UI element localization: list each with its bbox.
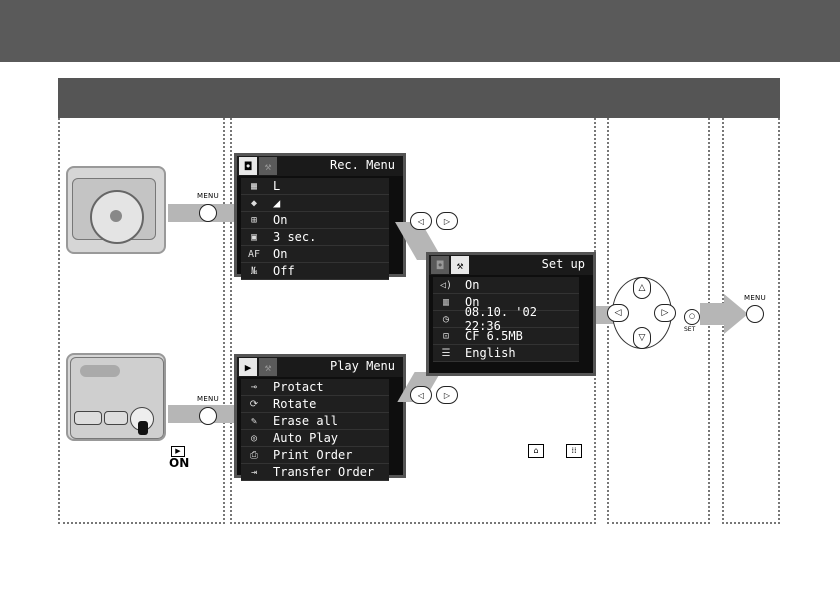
play-menu-title: Play Menu <box>329 359 395 373</box>
up-button[interactable]: △ <box>633 277 651 299</box>
review-icon: ▣ <box>250 231 258 243</box>
left-button-top[interactable]: ◁ <box>410 212 432 230</box>
rec-menu-title: Rec. Menu <box>329 158 395 172</box>
date-time-icon: ◷ <box>442 313 449 325</box>
language-icon: ☰ <box>441 347 451 359</box>
resolution-icon: ▦ <box>250 180 258 192</box>
playback-icon: ▶ <box>171 446 185 457</box>
play_menu-row-value: Print Order <box>273 448 353 462</box>
pointing-finger-icon <box>138 421 148 435</box>
play_menu-row[interactable]: ⊸ Protact <box>241 379 389 396</box>
setup_menu-row-value: 08.10. '02 22:36 <box>464 305 537 333</box>
power-on-label: ON <box>169 456 190 470</box>
format-icon: ⊡ <box>442 330 450 342</box>
print-order-icon: ⎙ <box>250 449 258 461</box>
arrow-head-icon <box>724 294 748 334</box>
setup_menu-row[interactable]: ⊡ CF 6.5MB <box>433 328 579 345</box>
menu-button-bottom[interactable] <box>199 407 217 425</box>
play_menu-row-value: Transfer Order <box>273 465 375 479</box>
menu-label-bottom: MENU <box>197 395 220 403</box>
rec_menu-row-value: 3 sec. <box>273 230 317 244</box>
play_menu-row[interactable]: ⎙ Print Order <box>241 447 389 464</box>
transfer-order-icon: ⇥ <box>250 466 258 478</box>
rec_menu-row-value: L <box>273 179 281 193</box>
play-tab-icon[interactable]: ▶ <box>239 358 257 376</box>
set-button[interactable]: ○ <box>684 309 700 325</box>
camera-back-photo <box>66 353 166 441</box>
menu-button-close[interactable] <box>746 305 764 323</box>
play_menu-row[interactable]: ✎ Erase all <box>241 413 389 430</box>
down-button[interactable]: ▽ <box>633 327 651 349</box>
menu-label-top: MENU <box>197 192 220 200</box>
play_menu-row-value: Auto Play <box>273 431 339 445</box>
section-banner <box>58 78 780 118</box>
setup_menu-row[interactable]: ☰ English <box>433 345 579 362</box>
rec_menu-row[interactable]: AF On <box>241 246 389 263</box>
setup-tab-icon[interactable]: ⚒ <box>451 256 469 274</box>
camera-tab-icon[interactable]: ◘ <box>431 256 449 274</box>
set-label: SET <box>684 326 696 333</box>
rotate-icon: ⟳ <box>249 398 259 410</box>
setup-tab-icon[interactable]: ⚒ <box>259 358 277 376</box>
zoom-tele-icon: ⌂ <box>528 444 544 458</box>
setup_menu-row-value: On <box>465 295 480 309</box>
rec_menu-row[interactable]: ⊞ On <box>241 212 389 229</box>
setup_menu-row-value: On <box>465 278 480 292</box>
erase-icon: ✎ <box>250 415 258 427</box>
wide-button-icon <box>74 411 102 425</box>
setup-menu-screen: ◘ ⚒ Set up ◁) On ▥ On ◷ 08.10. '02 22:36 ⊡ CF 6… <box>426 252 596 376</box>
setup_menu-row[interactable]: ◷ 08.10. '02 22:36 <box>433 305 579 333</box>
tele-button-icon <box>104 411 128 425</box>
flow-arrow-to-close <box>700 303 730 325</box>
left-button-bottom[interactable]: ◁ <box>410 386 432 404</box>
menu-button-top[interactable] <box>199 204 217 222</box>
play-menu-screen: ▶ ⚒ Play Menu ⊸ Protact ⟳ Rotate ✎ Erase all ◎… <box>234 354 406 481</box>
play_menu-row[interactable]: ⟳ Rotate <box>241 396 389 413</box>
setup-menu-title: Set up <box>541 257 585 271</box>
play_menu-row[interactable]: ⇥ Transfer Order <box>241 464 389 481</box>
stitch-assist-icon: ⊞ <box>250 214 258 226</box>
key-icon: ⊸ <box>250 381 258 393</box>
camera-tab-icon[interactable]: ◘ <box>239 157 257 175</box>
rec_menu-row[interactable]: ◆◢ <box>241 195 389 212</box>
setup_menu-row[interactable]: ◁) On <box>433 277 579 294</box>
setup_menu-row[interactable]: ▥ On <box>433 294 579 311</box>
setup_menu-row-value: CF 6.5MB <box>465 329 523 343</box>
right-button-top[interactable]: ▷ <box>436 212 458 230</box>
rec_menu-row-value: On <box>273 247 288 261</box>
menu-label-close: MENU <box>744 294 767 302</box>
left-button[interactable]: ◁ <box>607 304 629 322</box>
camera-dial-photo <box>66 166 166 254</box>
rec_menu-row-value: Off <box>273 264 295 278</box>
rec_menu-row-value: On <box>273 213 288 227</box>
rec_menu-row[interactable]: № Off <box>241 263 389 280</box>
lcd-icon: ▥ <box>442 296 450 308</box>
column-camera <box>58 118 225 524</box>
play_menu-row-value: Rotate <box>273 397 317 411</box>
play_menu-row[interactable]: ◎ Auto Play <box>241 430 389 447</box>
right-button-bottom[interactable]: ▷ <box>436 386 458 404</box>
setup_menu-row-value: English <box>465 346 516 360</box>
auto-play-icon: ◎ <box>250 432 258 444</box>
right-button[interactable]: ▷ <box>654 304 676 322</box>
compression-icon: ◆ <box>250 197 258 209</box>
top-banner <box>0 0 840 62</box>
setup-tab-icon[interactable]: ⚒ <box>259 157 277 175</box>
rec_menu-row[interactable]: ▦L <box>241 178 389 195</box>
rec_menu-row[interactable]: ▣ 3 sec. <box>241 229 389 246</box>
af-assist-icon: AF <box>247 248 261 260</box>
file-no-reset-icon: № <box>250 265 258 277</box>
zoom-wide-icon: ⁞⁞ <box>566 444 582 458</box>
sound-icon: ◁) <box>439 279 453 291</box>
rec_menu-row-value: ◢ <box>273 196 281 210</box>
play_menu-row-value: Erase all <box>273 414 339 428</box>
play_menu-row-value: Protact <box>273 380 324 394</box>
